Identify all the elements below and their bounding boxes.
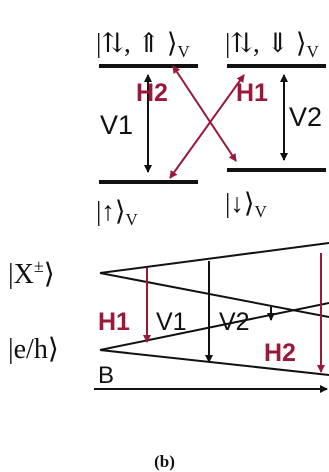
fan-eh-lower: [99, 349, 329, 376]
state-bottom-right-label: |↓⟩V: [225, 188, 267, 221]
label-h1-b: H1: [98, 308, 130, 336]
label-h2: H2: [136, 79, 168, 107]
state-top-left-label: |⇅, ⇑ ⟩V: [96, 28, 190, 61]
top-panel: |⇅, ⇑ ⟩V |⇅, ⇓ ⟩V |↑⟩V |↓⟩V V1 V2 H2 H1: [96, 28, 326, 229]
figure-caption: (b): [154, 452, 175, 471]
state-top-right-label: |⇅, ⇓ ⟩V: [225, 28, 319, 61]
label-v1-b: V1: [156, 308, 187, 336]
state-x-label: |X±⟩: [8, 256, 55, 290]
transition-h1-arrow: [169, 74, 245, 179]
state-bottom-left-label: |↑⟩V: [96, 196, 138, 229]
axis-b-label: B: [98, 362, 114, 389]
label-v1: V1: [100, 110, 133, 140]
fan-x-lower: [99, 272, 329, 318]
state-eh-label: |e/h⟩: [8, 334, 59, 365]
label-h1: H1: [236, 79, 268, 107]
bottom-panel: |X±⟩ |e/h⟩ H1 V1 V2 H2 B: [8, 242, 329, 393]
fan-x-upper: [99, 242, 329, 274]
label-h2-b: H2: [264, 339, 296, 367]
label-v2: V2: [289, 102, 322, 132]
fan-eh-upper: [99, 302, 329, 351]
label-v2-b: V2: [219, 308, 250, 336]
transition-h2-arrow: [172, 65, 237, 162]
